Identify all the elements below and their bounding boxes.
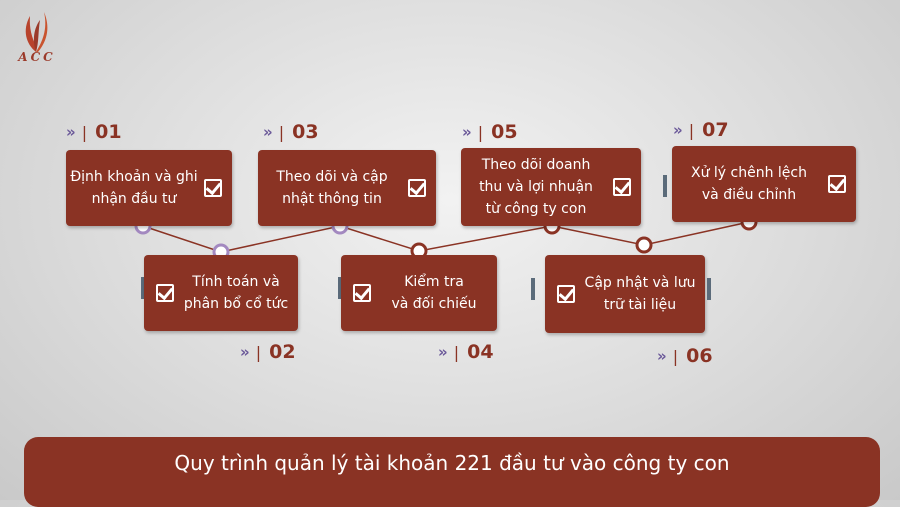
step-04-box: Kiểm tra và đối chiếu [341, 255, 497, 331]
double-chevron-icon: » [462, 123, 472, 141]
footer-banner: Quy trình quản lý tài khoản 221 đầu tư v… [24, 437, 880, 507]
step-05-number: »| 05 [462, 121, 518, 143]
step-01-box: Định khoản và ghi nhận đầu tư [66, 150, 232, 226]
step-06-number: »| 06 [657, 345, 713, 367]
step-06-label: Cập nhật và lưu trữ tài liệu [584, 275, 696, 313]
step-06-tab [531, 278, 535, 300]
checkbox-icon [353, 284, 371, 302]
double-chevron-icon: » [673, 121, 683, 139]
step-07-box: Xử lý chênh lệch và điều chỉnh [672, 146, 856, 222]
logo-text: ACC [18, 50, 56, 64]
step-02-tab [141, 277, 145, 299]
step-03-number: »| 03 [263, 121, 319, 143]
checkbox-icon [557, 285, 575, 303]
double-chevron-icon: » [438, 343, 448, 361]
step-03-label: Theo dõi và cập nhật thông tin [276, 169, 388, 207]
step-06-tab-right [707, 278, 711, 300]
step-02-number: »| 02 [240, 341, 296, 363]
step-01-label: Định khoản và ghi nhận đầu tư [70, 169, 198, 207]
step-02-box: Tính toán và phân bổ cổ tức [144, 255, 298, 331]
step-03-box: Theo dõi và cập nhật thông tin [258, 150, 436, 226]
double-chevron-icon: » [263, 123, 273, 141]
step-07-number: »| 07 [673, 119, 729, 141]
checkbox-icon [613, 178, 631, 196]
step-02-label: Tính toán và phân bổ cổ tức [183, 274, 289, 312]
page-title: Quy trình quản lý tài khoản 221 đầu tư v… [174, 451, 730, 475]
step-05-label: Theo dõi doanh thu và lợi nhuận từ công … [479, 157, 593, 217]
double-chevron-icon: » [657, 347, 667, 365]
step-04-label: Kiểm tra và đối chiếu [391, 274, 477, 312]
step-04-number: »| 04 [438, 341, 494, 363]
step-05-box: Theo dõi doanh thu và lợi nhuận từ công … [461, 148, 641, 226]
step-06-box: Cập nhật và lưu trữ tài liệu [545, 255, 705, 333]
step-01-number: »| 01 [66, 121, 122, 143]
step-05-tab [663, 175, 667, 197]
double-chevron-icon: » [66, 123, 76, 141]
checkbox-icon [156, 284, 174, 302]
checkbox-icon [828, 175, 846, 193]
step-04-tab [338, 277, 342, 299]
step-07-label: Xử lý chênh lệch và điều chỉnh [691, 165, 807, 203]
checkbox-icon [408, 179, 426, 197]
double-chevron-icon: » [240, 343, 250, 361]
acc-logo-icon [25, 12, 48, 52]
checkbox-icon [204, 179, 222, 197]
node-06 [635, 236, 653, 254]
